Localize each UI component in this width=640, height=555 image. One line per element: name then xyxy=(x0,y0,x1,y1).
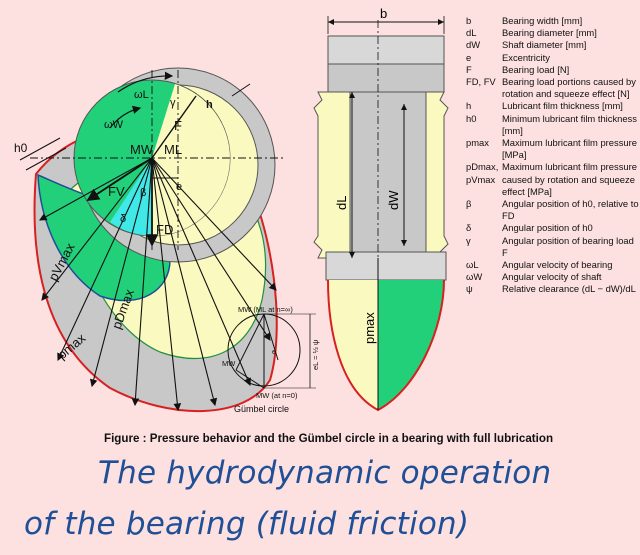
gumbel-e xyxy=(263,313,279,361)
shaft-cyan-sector xyxy=(110,158,152,236)
legend-text: Relative clearance (dL − dW)/dL xyxy=(502,283,636,295)
legend-row: γ Angular position of bearing load F xyxy=(466,235,640,259)
h0-marker-1 xyxy=(19,137,61,161)
legend-text: Maximum lubricant film pressure [MPa] xyxy=(502,137,637,161)
legend-text: Bearing diameter [mm] xyxy=(502,27,597,39)
title-line-1: The hydrodynamic operation xyxy=(98,455,552,491)
legend-row: ψ Relative clearance (dL − dW)/dL xyxy=(466,283,640,295)
gumbel-chord xyxy=(235,313,265,371)
legend-symbol: dW xyxy=(466,39,481,51)
legend-text: Angular position of h0 xyxy=(502,222,593,234)
h-label: h xyxy=(206,99,213,111)
pressure-arrows xyxy=(39,157,277,412)
legend-symbol: h xyxy=(466,100,472,112)
gumbel-bottom-label: MW (at n=0) xyxy=(256,391,298,400)
dw-label: dW xyxy=(386,190,401,210)
legend-row: dL Bearing diameter [mm] xyxy=(466,27,640,39)
legend-symbol: h0 xyxy=(466,112,477,124)
shaft-top xyxy=(327,35,445,65)
ml-label: ML xyxy=(164,142,182,157)
legend-text: Lubricant film thickness [mm] xyxy=(502,100,623,112)
omega-w-label: ωW xyxy=(104,119,124,131)
beta-label: β xyxy=(140,187,146,199)
legend-symbol: pDmax, pVmax xyxy=(466,161,499,185)
legend-row: ωL Angular velocity of bearing xyxy=(466,259,640,271)
omega-w-arc xyxy=(109,105,142,129)
title-line-2: of the bearing (fluid friction) xyxy=(24,506,470,542)
f-arrow xyxy=(151,95,197,159)
gamma-label: γ xyxy=(170,97,176,109)
legend-symbol: ωL xyxy=(466,259,479,271)
legend-text: Angular velocity of shaft xyxy=(502,271,602,283)
legend-symbol: ωW xyxy=(466,271,483,283)
delta-label: δ xyxy=(120,213,126,225)
legend-symbol: b xyxy=(466,15,472,26)
shaft-column xyxy=(349,63,427,259)
legend-row: h Lubricant film thickness [mm] xyxy=(466,100,640,112)
legend-symbol: pmax xyxy=(466,137,489,149)
dl-label: dL xyxy=(334,196,349,210)
legend-text: Shaft diameter [mm] xyxy=(502,39,587,51)
h-marker xyxy=(231,83,251,97)
axial-section: b dL dW pmax xyxy=(313,6,449,412)
mw-label: MW xyxy=(130,142,154,157)
legend: b Bearing width [mm] dL Bearing diameter [m… xyxy=(466,15,640,296)
legend-text: Minimum lubricant film thickness [mm] xyxy=(502,112,637,136)
gumbel-chord-2 xyxy=(235,369,265,389)
h0-label: h0 xyxy=(14,141,28,155)
b-label: b xyxy=(380,6,387,21)
legend-symbol: dL xyxy=(466,27,477,39)
legend-row: β Angular position of h0, relative to FD xyxy=(466,198,640,222)
legend-row: ωW Angular velocity of shaft xyxy=(466,271,640,283)
shaft-column-top-break xyxy=(327,63,445,93)
legend-text: Angular velocity of bearing xyxy=(502,259,613,271)
shaft-yellow-sector-top xyxy=(152,84,230,158)
legend-row: δ Angular position of h0 xyxy=(466,222,640,234)
legend-text: Bearing width [mm] xyxy=(502,15,583,26)
figure-caption: Figure : Pressure behavior and the Gümbe… xyxy=(104,432,554,445)
gumbel-top-label: MW (ML at n=∞) xyxy=(238,305,293,314)
legend-text: Angular position of bearing load F xyxy=(502,234,634,258)
gumbel-axis-label: eL = ½ ψ xyxy=(311,340,320,370)
legend-symbol: FD, FV xyxy=(466,76,496,88)
fv-arrow xyxy=(86,157,153,201)
gumbel-circle-diagram: MW (ML at n=∞) MW MW (at n=0) e eL = ½ ψ… xyxy=(222,305,320,414)
legend-text: Excentricity xyxy=(502,51,550,63)
pressure-profile-green xyxy=(378,280,444,410)
legend-row: h0 Minimum lubricant film thickness [mm] xyxy=(466,113,640,137)
pressure-distribution: ωL ωW γ h F MW ML h0 FV β e δ FD pVmax p… xyxy=(14,67,285,412)
fv-label: FV xyxy=(108,184,125,199)
legend-symbol: δ xyxy=(466,222,472,234)
legend-row: e Excentricity xyxy=(466,52,640,64)
legend-text: Bearing load portions caused by rotation… xyxy=(502,76,636,100)
legend-text: Maximum lubricant film pressure caused b… xyxy=(502,161,637,197)
legend-row: b Bearing width [mm] xyxy=(466,15,640,27)
gumbel-left-label: MW xyxy=(222,359,236,368)
pressure-profile-yellow xyxy=(328,280,378,410)
omega-l-arc xyxy=(117,71,174,93)
h0-marker-2 xyxy=(25,147,67,171)
legend-row: dW Shaft diameter [mm] xyxy=(466,39,640,51)
legend-symbol: ψ xyxy=(466,283,473,295)
gumbel-e-label: e xyxy=(272,347,276,356)
legend-symbol: e xyxy=(466,51,472,63)
legend-row: FD, FV Bearing load portions caused by ro… xyxy=(466,76,640,100)
gumbel-title: Gümbel circle xyxy=(234,404,289,414)
legend-row: pmax Maximum lubricant film pressure [MPa… xyxy=(466,137,640,161)
fd-label: FD xyxy=(156,222,173,237)
legend-symbol: F xyxy=(466,63,472,75)
legend-text: Bearing load [N] xyxy=(502,63,570,75)
legend-symbol: γ xyxy=(466,234,471,246)
e-label: e xyxy=(176,181,182,193)
f-label: F xyxy=(174,118,182,133)
shaft-bottom xyxy=(325,251,447,281)
legend-row: F Bearing load [N] xyxy=(466,64,640,76)
pmax-right-label: pmax xyxy=(362,312,377,344)
legend-symbol: β xyxy=(466,198,472,210)
legend-text: Angular position of h0, relative to FD xyxy=(502,198,639,222)
omega-l-label: ωL xyxy=(134,89,149,101)
